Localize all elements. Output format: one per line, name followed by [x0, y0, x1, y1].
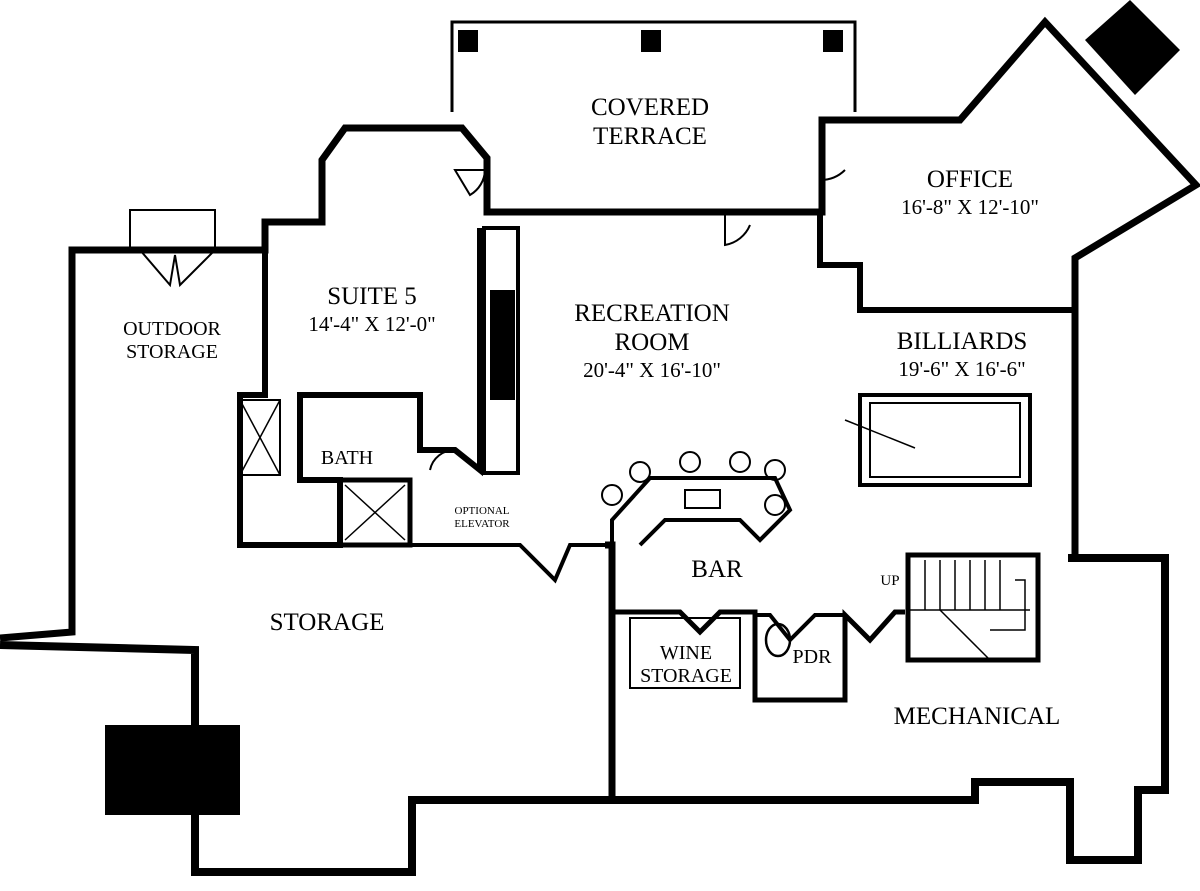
pool-table	[858, 393, 1032, 487]
elevator-shaft	[340, 477, 413, 548]
pdr-label: PDR	[792, 646, 832, 668]
chimney-south	[105, 725, 240, 815]
bath-label: BATH	[320, 447, 374, 469]
suite-wall	[237, 228, 483, 548]
storage-label: STORAGE	[269, 609, 385, 636]
bar-wall	[605, 541, 616, 800]
bar-label: BAR	[691, 556, 743, 583]
exterior-wall-west	[0, 16, 1200, 642]
stairs	[905, 552, 1041, 663]
bar-counter	[610, 476, 793, 547]
terrace-outline	[450, 20, 857, 112]
exterior-wall-south	[0, 554, 1169, 876]
stairs-up-label: UP	[880, 573, 900, 589]
mechanical-label: MECHANICAL	[893, 703, 1061, 730]
chimney-northeast	[1085, 0, 1180, 95]
office-wall	[817, 212, 1075, 313]
